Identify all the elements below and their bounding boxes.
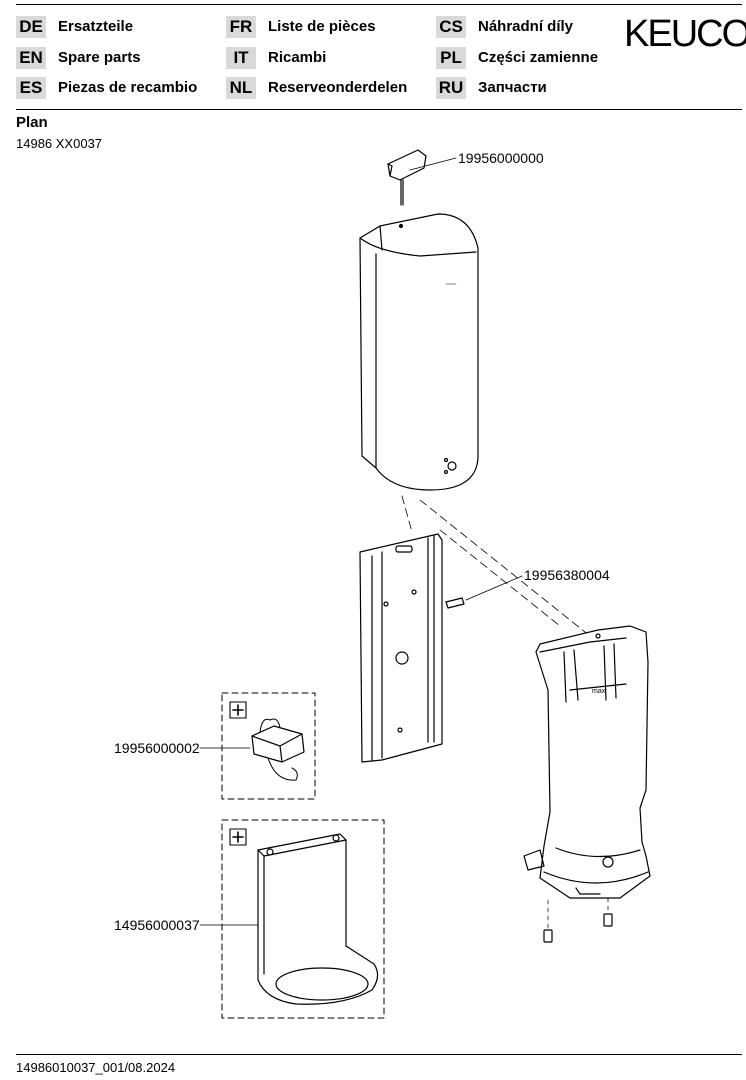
lang-code: EN <box>16 47 46 69</box>
part-number-key: 19956000000 <box>458 150 544 166</box>
lang-code: DE <box>16 16 46 38</box>
lang-label: Części zamienne <box>478 49 599 66</box>
lang-label: Piezas de recambio <box>58 79 198 96</box>
header-top-rule <box>16 4 742 5</box>
lang-code: CS <box>436 16 466 38</box>
lang-code: PL <box>436 47 466 69</box>
housing-part <box>359 213 479 491</box>
part-number-clip: 19956380004 <box>524 567 610 583</box>
footer-rule <box>16 1054 742 1055</box>
part-number-electronics: 19956000002 <box>114 740 200 756</box>
clip-part <box>445 575 523 609</box>
drip-tray-box <box>199 819 385 1019</box>
mounting-plate-part <box>359 533 443 763</box>
lang-label: Náhradní díly <box>478 18 574 35</box>
lang-label: Ersatzteile <box>58 18 134 35</box>
lang-label: Spare parts <box>58 49 141 66</box>
set-screws-part <box>543 897 613 943</box>
lang-label: Reserveonderdelen <box>268 79 408 96</box>
product-name: Plan <box>16 114 48 131</box>
lang-label: Запчасти <box>478 79 547 96</box>
assembly-axis-lines <box>401 495 591 637</box>
tank-part <box>523 625 651 899</box>
part-number-drip-tray: 14956000037 <box>114 917 200 933</box>
max-fill-mark: max <box>592 688 606 695</box>
brand-logo: KEUCO <box>624 13 746 55</box>
header-bottom-rule <box>16 109 742 110</box>
document-id: 14986010037_001/08.2024 <box>16 1060 176 1075</box>
lang-label: Liste de pièces <box>268 18 376 35</box>
lang-code: ES <box>16 77 46 99</box>
key-part <box>387 149 457 206</box>
lang-code: NL <box>226 77 256 99</box>
lang-code: IT <box>226 47 256 69</box>
electronics-box <box>199 692 316 800</box>
lang-code: FR <box>226 16 256 38</box>
product-code: 14986 XX0037 <box>16 136 103 151</box>
lang-label: Ricambi <box>268 49 327 66</box>
lang-code: RU <box>436 77 466 99</box>
